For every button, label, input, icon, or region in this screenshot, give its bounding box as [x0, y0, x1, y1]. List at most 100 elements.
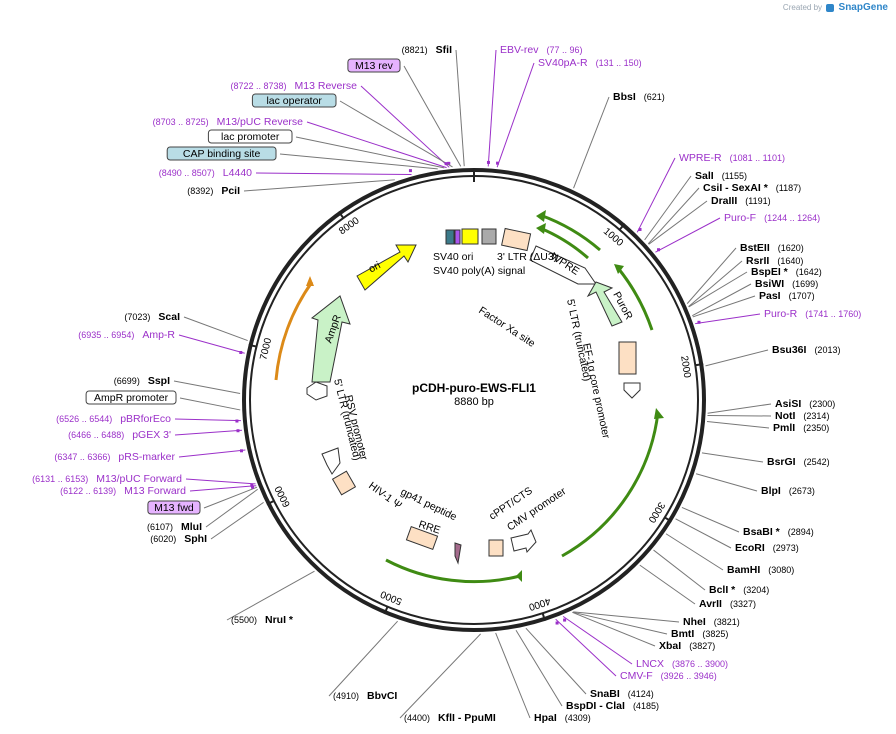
map-label-enzyme[interactable]: BsrGI(2542)	[767, 456, 830, 468]
map-label-enzyme[interactable]: (6107)MluI	[147, 521, 202, 533]
map-label-enzyme[interactable]: (8821)SfiI	[402, 44, 452, 56]
map-label-feature[interactable]: AmpR promoter	[85, 390, 177, 405]
map-label-primer[interactable]: (6347 .. 6366)pRS-marker	[54, 451, 175, 463]
feature-label-text: lac promoter	[221, 131, 280, 143]
label-text: HpaI(4309)	[534, 712, 591, 724]
orange-arc[interactable]	[274, 281, 314, 381]
cmv-arrow[interactable]	[510, 529, 537, 554]
leader-line	[295, 136, 445, 169]
map-label-enzyme[interactable]: (6699) SspI	[114, 375, 170, 387]
map-label-enzyme[interactable]: NotI(2314)	[775, 410, 829, 422]
map-label-enzyme[interactable]: (4910)BbvCI	[333, 690, 397, 702]
map-label-enzyme[interactable]: PmlI(2350)	[773, 422, 829, 434]
cppt-block[interactable]	[488, 539, 504, 557]
map-label-feature[interactable]: lac promoter	[207, 129, 293, 144]
map-label-feature[interactable]: M13 rev	[347, 58, 401, 73]
map-label-enzyme[interactable]: (8392)PciI	[187, 185, 240, 197]
map-label-primer[interactable]: (6935 .. 6954)Amp-R	[78, 329, 175, 341]
rsv-arrow[interactable]	[321, 447, 341, 475]
map-label-primer[interactable]: (8490 .. 8507)L4440	[159, 167, 252, 179]
map-label-enzyme[interactable]: (7023)ScaI	[124, 311, 180, 323]
map-label-primer[interactable]: Puro-F(1244 .. 1264)	[724, 212, 820, 224]
lac-block[interactable]	[454, 229, 461, 245]
map-label-enzyme[interactable]: BclI *(3204)	[709, 584, 769, 596]
map-label-primer[interactable]: SV40pA-R(131 .. 150)	[538, 57, 642, 69]
map-label-enzyme[interactable]: EcoRI(2973)	[735, 542, 799, 554]
map-label-enzyme[interactable]: NheI(3821)	[683, 616, 740, 628]
map-label-enzyme[interactable]: (5500)NruI *	[231, 614, 294, 626]
map-label-enzyme[interactable]: AvrII(3327)	[699, 598, 756, 610]
map-label-enzyme[interactable]: BmtI(3825)	[671, 628, 728, 640]
green-arc-5[interactable]	[385, 558, 521, 584]
map-label-enzyme[interactable]: XbaI(3827)	[659, 640, 715, 652]
map-label-enzyme[interactable]: SalI(1155)	[695, 170, 747, 182]
map-label-enzyme[interactable]: PasI(1707)	[759, 290, 815, 302]
map-label-primer[interactable]: (6131 .. 6153)M13/pUC Forward	[32, 473, 182, 485]
map-label-enzyme[interactable]: DraIII(1191)	[711, 195, 771, 207]
label-name: SspI	[148, 375, 170, 387]
map-label-enzyme[interactable]: HpaI(4309)	[534, 712, 591, 724]
map-label-primer[interactable]: EBV-rev(77 .. 96)	[500, 44, 583, 56]
map-label-enzyme[interactable]: BsaBI *(2894)	[743, 526, 814, 538]
puror-arrow[interactable]	[586, 281, 623, 327]
feature-label-box	[347, 58, 401, 73]
label-position: (6699)	[114, 376, 140, 386]
label-text: PasI(1707)	[759, 290, 815, 302]
map-label-enzyme[interactable]: (4400)KflI - PpuMI	[404, 712, 496, 724]
label-text: BspDI - ClaI(4185)	[566, 700, 659, 712]
map-label-enzyme[interactable]: Bsu36I(2013)	[772, 344, 840, 356]
map-label-enzyme[interactable]: AsiSI(2300)	[775, 398, 835, 410]
leader-line	[707, 403, 772, 414]
map-label-enzyme[interactable]: SnaBI(4124)	[590, 688, 654, 700]
psi-block[interactable]	[331, 470, 357, 496]
label-text: EcoRI(2973)	[735, 542, 799, 554]
map-label-primer[interactable]: LNCX(3876 .. 3900)	[636, 658, 728, 670]
green-arc-3[interactable]	[616, 267, 654, 331]
ampr-arrow[interactable]	[310, 295, 351, 383]
map-label-enzyme[interactable]: BspEI *(1642)	[751, 266, 822, 278]
primer-site-marker	[697, 320, 701, 324]
wpre-arrow[interactable]	[529, 245, 597, 285]
green-arc-4[interactable]	[561, 411, 660, 558]
map-label-primer[interactable]: (8703 .. 8725)M13/pUC Reverse	[153, 116, 304, 128]
label-text: BlpI(2673)	[761, 485, 815, 497]
amp-promoter-arrow[interactable]	[306, 381, 328, 401]
map-label-enzyme[interactable]: BbsI(621)	[613, 91, 665, 103]
sv40-ori-block[interactable]	[445, 229, 455, 245]
map-label-primer[interactable]: (8722 .. 8738)M13 Reverse	[231, 80, 358, 92]
map-label-enzyme[interactable]: BsiWI(1699)	[755, 278, 818, 290]
map-label-primer[interactable]: (6526 .. 6544)pBRforEco	[56, 413, 171, 425]
ef1a-arrow[interactable]	[623, 382, 641, 399]
map-label-enzyme[interactable]: (6020)SphI	[150, 533, 207, 545]
map-label-primer[interactable]: CMV-F(3926 .. 3946)	[620, 670, 717, 682]
wpre-block[interactable]	[501, 227, 532, 252]
sv40-polya-block[interactable]	[461, 228, 479, 245]
map-label-primer[interactable]: Puro-R(1741 .. 1760)	[764, 308, 861, 320]
leader-line	[655, 217, 721, 253]
map-label-primer[interactable]: WPRE-R(1081 .. 1101)	[679, 152, 785, 164]
map-label-enzyme[interactable]: BamHI(3080)	[727, 564, 794, 576]
leader-line	[706, 420, 770, 429]
map-label-feature[interactable]: M13 fwd	[147, 500, 201, 515]
map-label-enzyme[interactable]: BstEII(1620)	[740, 242, 804, 254]
primer-site-marker	[250, 483, 254, 487]
ef1a-block[interactable]	[618, 341, 637, 375]
map-label-primer[interactable]: (6122 .. 6139)M13 Forward	[60, 485, 186, 497]
feature-name: EF-1α core promoter	[580, 342, 612, 440]
label-name: pGEX 3'	[132, 429, 171, 441]
map-label-feature[interactable]: lac operator	[251, 93, 337, 108]
map-label-enzyme[interactable]: BspDI - ClaI(4185)	[566, 700, 659, 712]
ltr3-block[interactable]	[481, 228, 497, 245]
map-label-feature[interactable]: CAP binding site	[166, 146, 277, 161]
map-label-enzyme[interactable]: CsiI - SexAI *(1187)	[703, 182, 801, 194]
map-label-primer[interactable]: (6466 .. 6488)pGEX 3'	[68, 429, 171, 441]
leader-line	[692, 295, 756, 318]
gp41-arrow[interactable]	[454, 542, 462, 565]
label-name: M13/pUC Forward	[96, 473, 182, 485]
rre-block[interactable]	[405, 525, 439, 551]
label-position: (621)	[644, 92, 665, 102]
map-label-enzyme[interactable]: BlpI(2673)	[761, 485, 815, 497]
ori-arrow[interactable]	[356, 244, 417, 291]
leader-line	[653, 549, 706, 591]
map-label-enzyme[interactable]: RsrII(1640)	[746, 255, 803, 267]
